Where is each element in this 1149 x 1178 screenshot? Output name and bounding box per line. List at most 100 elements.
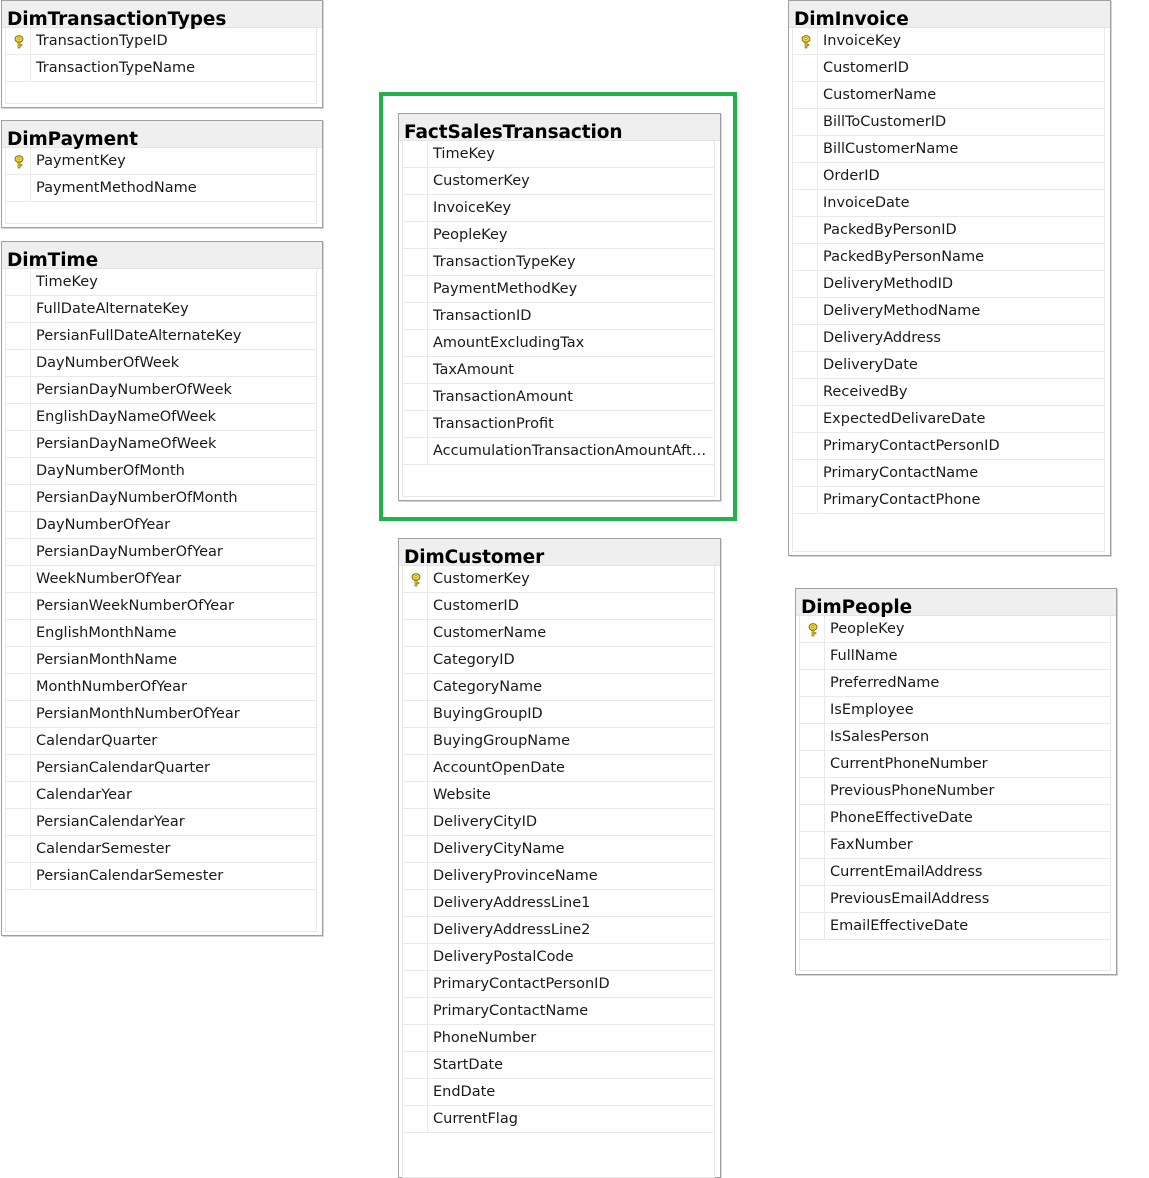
column-row[interactable]: BillCustomerName <box>793 136 1104 163</box>
column-row[interactable]: PrimaryContactPhone <box>793 487 1104 514</box>
column-row[interactable]: PeopleKey <box>800 616 1110 643</box>
column-row[interactable]: AccumulationTransactionAmountAfterT... <box>403 438 714 465</box>
column-row[interactable]: DeliveryCityID <box>403 809 714 836</box>
column-row[interactable]: PrimaryContactPersonID <box>793 433 1104 460</box>
column-row[interactable]: CurrentFlag <box>403 1106 714 1133</box>
column-row[interactable]: DeliveryAddress <box>793 325 1104 352</box>
column-row[interactable]: MonthNumberOfYear <box>6 674 316 701</box>
table-header[interactable]: DimPeople <box>796 589 1116 618</box>
column-row[interactable]: CategoryID <box>403 647 714 674</box>
column-row[interactable]: BuyingGroupID <box>403 701 714 728</box>
column-row[interactable]: BuyingGroupName <box>403 728 714 755</box>
column-row[interactable]: PrimaryContactName <box>403 998 714 1025</box>
column-row[interactable]: Website <box>403 782 714 809</box>
column-row[interactable]: CurrentPhoneNumber <box>800 751 1110 778</box>
table-header[interactable]: DimTime <box>2 242 322 271</box>
table-header[interactable]: FactSalesTransaction <box>399 114 720 143</box>
column-row[interactable]: IsSalesPerson <box>800 724 1110 751</box>
column-row[interactable]: DeliveryMethodName <box>793 298 1104 325</box>
column-row[interactable]: InvoiceKey <box>403 195 714 222</box>
column-row[interactable]: CustomerID <box>403 593 714 620</box>
column-row[interactable]: TransactionAmount <box>403 384 714 411</box>
column-row[interactable]: PackedByPersonID <box>793 217 1104 244</box>
column-row[interactable]: PersianDayNameOfWeek <box>6 431 316 458</box>
column-row[interactable]: CategoryName <box>403 674 714 701</box>
column-row[interactable]: CalendarQuarter <box>6 728 316 755</box>
column-row[interactable]: PersianMonthName <box>6 647 316 674</box>
table-header[interactable]: DimPayment <box>2 121 322 150</box>
column-row[interactable]: TimeKey <box>403 141 714 168</box>
column-row[interactable]: DeliveryPostalCode <box>403 944 714 971</box>
column-row[interactable]: DeliveryDate <box>793 352 1104 379</box>
column-row[interactable]: PersianCalendarYear <box>6 809 316 836</box>
table-header[interactable]: DimTransactionTypes <box>2 1 322 30</box>
column-row[interactable]: PreferredName <box>800 670 1110 697</box>
column-row[interactable]: FullName <box>800 643 1110 670</box>
column-row[interactable]: InvoiceDate <box>793 190 1104 217</box>
column-row[interactable]: CustomerName <box>793 82 1104 109</box>
column-row[interactable]: DeliveryProvinceName <box>403 863 714 890</box>
column-row[interactable]: PhoneEffectiveDate <box>800 805 1110 832</box>
column-row[interactable]: DeliveryAddressLine2 <box>403 917 714 944</box>
column-row[interactable]: PersianCalendarQuarter <box>6 755 316 782</box>
column-row[interactable]: PersianCalendarSemester <box>6 863 316 890</box>
column-row[interactable]: CustomerID <box>793 55 1104 82</box>
column-row[interactable]: TransactionProfit <box>403 411 714 438</box>
column-row[interactable]: PreviousEmailAddress <box>800 886 1110 913</box>
column-row[interactable]: TimeKey <box>6 269 316 296</box>
column-row[interactable]: TransactionTypeName <box>6 55 316 82</box>
column-row[interactable]: CustomerKey <box>403 566 714 593</box>
column-row[interactable]: StartDate <box>403 1052 714 1079</box>
column-row[interactable]: CurrentEmailAddress <box>800 859 1110 886</box>
column-row[interactable]: BillToCustomerID <box>793 109 1104 136</box>
column-row[interactable]: PaymentMethodName <box>6 175 316 202</box>
column-row[interactable]: ReceivedBy <box>793 379 1104 406</box>
column-row[interactable]: DeliveryCityName <box>403 836 714 863</box>
column-row[interactable]: TransactionID <box>403 303 714 330</box>
column-row[interactable]: EnglishDayNameOfWeek <box>6 404 316 431</box>
column-row[interactable]: EnglishMonthName <box>6 620 316 647</box>
column-row[interactable]: DayNumberOfWeek <box>6 350 316 377</box>
column-row[interactable]: ExpectedDelivareDate <box>793 406 1104 433</box>
column-row[interactable]: CalendarSemester <box>6 836 316 863</box>
column-row[interactable]: PreviousPhoneNumber <box>800 778 1110 805</box>
column-row[interactable]: CustomerName <box>403 620 714 647</box>
column-row[interactable]: PersianDayNumberOfWeek <box>6 377 316 404</box>
column-row[interactable]: PaymentMethodKey <box>403 276 714 303</box>
column-row[interactable]: PersianWeekNumberOfYear <box>6 593 316 620</box>
column-row[interactable]: DayNumberOfYear <box>6 512 316 539</box>
column-row[interactable]: PaymentKey <box>6 148 316 175</box>
column-row[interactable]: TransactionTypeID <box>6 28 316 55</box>
column-row[interactable]: EndDate <box>403 1079 714 1106</box>
column-row[interactable]: IsEmployee <box>800 697 1110 724</box>
column-row[interactable]: PersianDayNumberOfYear <box>6 539 316 566</box>
column-row[interactable]: PersianMonthNumberOfYear <box>6 701 316 728</box>
column-row[interactable]: PrimaryContactPersonID <box>403 971 714 998</box>
column-row[interactable]: PrimaryContactName <box>793 460 1104 487</box>
column-row[interactable]: EmailEffectiveDate <box>800 913 1110 940</box>
column-row[interactable]: InvoiceKey <box>793 28 1104 55</box>
column-row[interactable]: PersianFullDateAlternateKey <box>6 323 316 350</box>
column-row[interactable]: AccountOpenDate <box>403 755 714 782</box>
table-header[interactable]: DimInvoice <box>789 1 1110 30</box>
table-header[interactable]: DimCustomer <box>399 539 720 568</box>
column-row[interactable]: OrderID <box>793 163 1104 190</box>
column-row[interactable]: DeliveryMethodID <box>793 271 1104 298</box>
column-row[interactable]: PhoneNumber <box>403 1025 714 1052</box>
column-row[interactable]: CustomerKey <box>403 168 714 195</box>
column-row[interactable]: PeopleKey <box>403 222 714 249</box>
column-row[interactable]: PackedByPersonName <box>793 244 1104 271</box>
column-row[interactable]: WeekNumberOfYear <box>6 566 316 593</box>
column-row[interactable]: DayNumberOfMonth <box>6 458 316 485</box>
column-row[interactable]: PersianDayNumberOfMonth <box>6 485 316 512</box>
column-row[interactable]: FullDateAlternateKey <box>6 296 316 323</box>
column-row[interactable]: FaxNumber <box>800 832 1110 859</box>
column-row[interactable]: TransactionTypeKey <box>403 249 714 276</box>
